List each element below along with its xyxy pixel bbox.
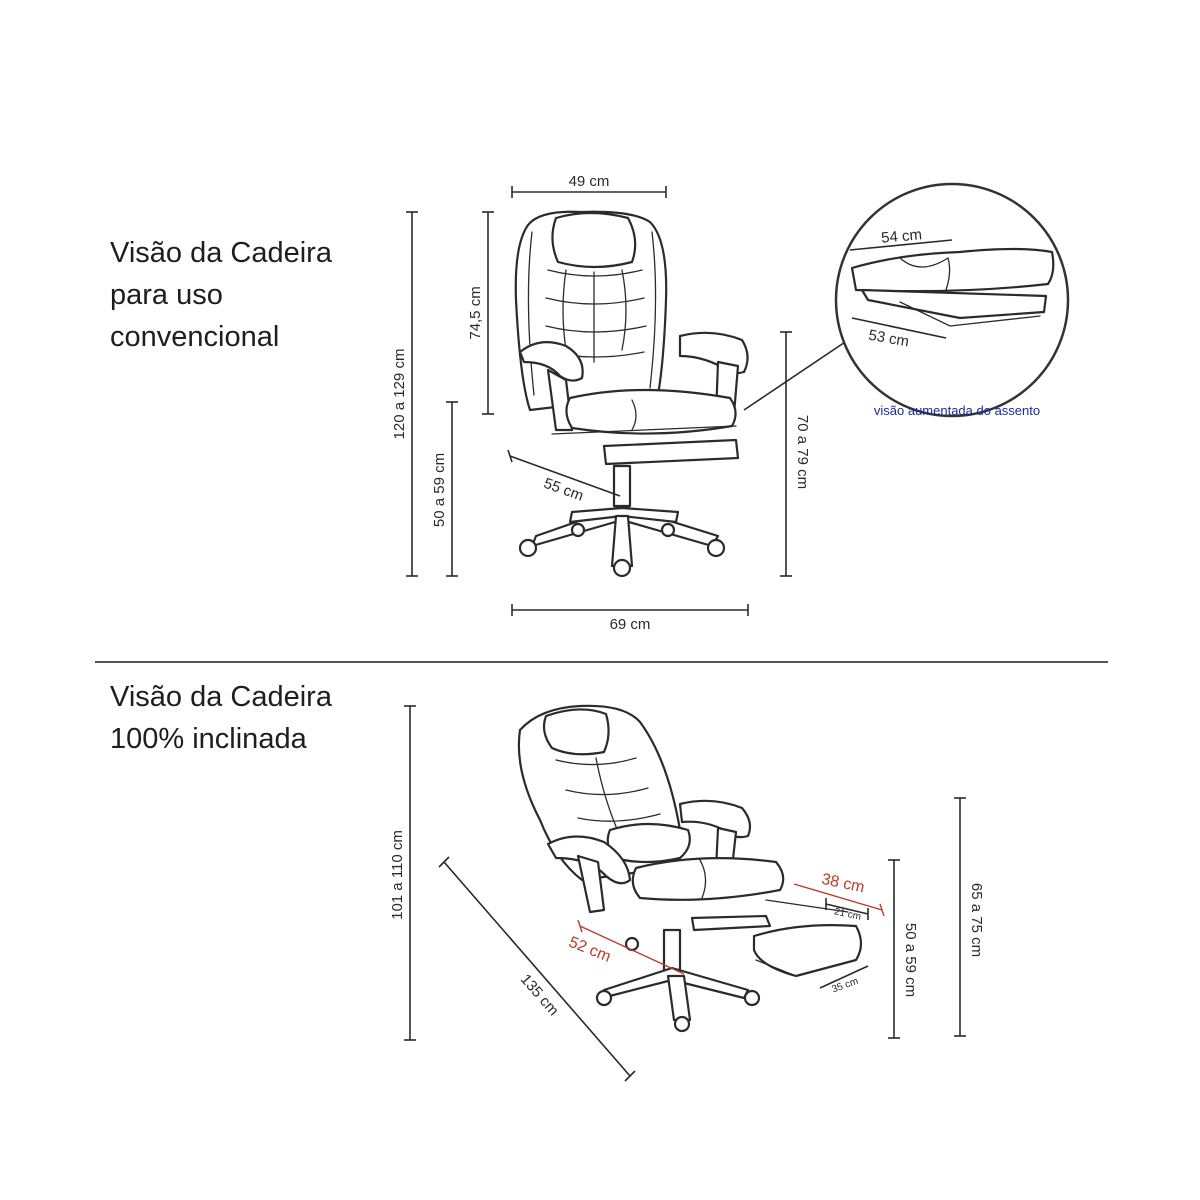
label-zoom-top: 54 cm: [881, 226, 923, 246]
label-backrest-height: 74,5 cm: [467, 286, 484, 339]
dimension-base-width: 69 cm: [511, 604, 749, 633]
label-reclined-length: 135 cm: [517, 971, 562, 1019]
chair-front-drawing: [514, 210, 749, 578]
label-armrest-height: 70 a 79 cm: [794, 415, 811, 489]
label-footrest-pad: 35 cm: [830, 976, 859, 996]
label-reclined-total-height: 101 a 110 cm: [389, 830, 406, 920]
label-base-width: 69 cm: [610, 616, 651, 633]
label-seat-depth: 55 cm: [541, 475, 585, 505]
zoom-caption: visão aumentada do assento: [874, 403, 1040, 418]
label-total-height: 120 a 129 cm: [391, 349, 408, 440]
label-footrest-small: 21 cm: [833, 906, 862, 922]
label-width-top: 49 cm: [569, 173, 610, 190]
dimension-seat-depth: 55 cm: [507, 449, 621, 505]
dimension-reclined-length: 135 cm: [438, 856, 636, 1082]
chair-reclined-drawing: [517, 704, 863, 1033]
heading-line: para uso: [110, 279, 223, 311]
heading-line: Visão da Cadeira: [110, 681, 332, 713]
dimension-backrest-height: 74,5 cm: [467, 211, 494, 415]
label-zoom-bottom: 53 cm: [867, 327, 910, 351]
dimension-footrest-pad: 35 cm: [819, 965, 869, 996]
dimension-reclined-armrest-height: 65 a 75 cm: [954, 797, 985, 1037]
dimension-reclined-seat-height: 50 a 59 cm: [888, 859, 919, 1039]
heading-reclined: Visão da Cadeira 100% inclinada: [110, 676, 332, 760]
heading-line: convencional: [110, 321, 280, 353]
label-reclined-armrest-height: 65 a 75 cm: [968, 883, 985, 957]
label-footrest-extension: 38 cm: [820, 871, 866, 897]
heading-line: 100% inclinada: [110, 723, 307, 755]
label-seat-height: 50 a 59 cm: [431, 453, 448, 527]
heading-line: Visão da Cadeira: [110, 237, 332, 269]
label-reclined-seat-height: 50 a 59 cm: [902, 923, 919, 997]
dimension-width-top: 49 cm: [511, 173, 667, 198]
dimension-total-height: 120 a 129 cm: [391, 211, 418, 577]
zoom-seat-view: 54 cm 53 cm: [834, 182, 1070, 418]
dimension-footrest-small: 21 cm: [825, 898, 869, 923]
dimension-seat-height: 50 a 59 cm: [431, 401, 458, 577]
dimension-armrest-height: 70 a 79 cm: [780, 331, 811, 577]
dimension-reclined-total-height: 101 a 110 cm: [389, 705, 416, 1041]
heading-conventional: Visão da Cadeira para uso convencional: [110, 232, 332, 358]
